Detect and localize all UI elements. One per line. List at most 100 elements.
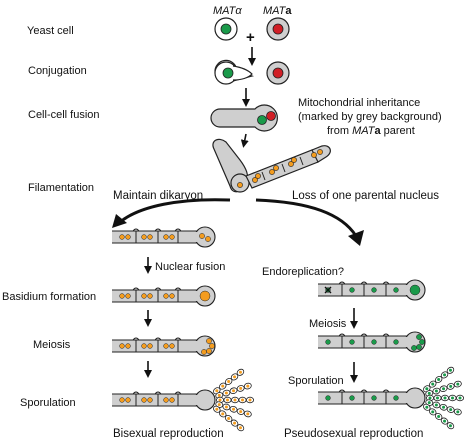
nucleus (169, 234, 175, 240)
label-sporulation-left: Sporulation (20, 397, 76, 409)
nucleus (147, 293, 153, 299)
label-cell-cell-fusion: Cell-cell fusion (28, 109, 100, 121)
nucleus (119, 234, 125, 240)
label-conjugation: Conjugation (28, 65, 87, 77)
spore-nucleus (232, 407, 236, 411)
neck-fill (193, 341, 199, 351)
nucleus (163, 293, 169, 299)
nucleus (141, 234, 147, 240)
mito-line-3: from MATa parent (327, 125, 415, 137)
nucleus (349, 339, 355, 345)
spore-nucleus (238, 370, 242, 374)
yeast-cell-alpha (214, 17, 238, 41)
label-meiosis-right: Meiosis (309, 318, 347, 330)
clamp-connection (338, 333, 346, 337)
head-nucleus (199, 290, 211, 302)
clamp-connection (360, 389, 368, 393)
spore-nucleus (425, 405, 429, 409)
clamp-connection (338, 389, 346, 393)
spore-nucleus (449, 408, 453, 412)
nucleus (119, 293, 125, 299)
spore-nucleus (233, 375, 237, 379)
label-endoreplication: Endoreplication? (262, 266, 344, 278)
nucleus (141, 397, 147, 403)
clamp-connection (174, 391, 182, 395)
arrow-fusion-to-filament (240, 133, 249, 148)
spore-nucleus (215, 389, 219, 393)
nucleus (169, 397, 175, 403)
clamp-connection (174, 287, 182, 291)
neck-fill (403, 285, 409, 295)
spore-nucleus (215, 407, 219, 411)
nucleus (125, 343, 131, 349)
hypha-dikaryon (112, 226, 216, 248)
head-nucleus (411, 345, 417, 351)
conjugation-a-cell (266, 61, 290, 85)
spore-nucleus (227, 416, 231, 420)
spore-nucleus (224, 391, 228, 395)
head-nucleus (416, 344, 422, 350)
lost-nucleus-mark (324, 286, 332, 294)
nucleus (125, 397, 131, 403)
spore-nucleus (221, 384, 225, 388)
hypha-tube (112, 339, 199, 353)
nucleus (141, 343, 147, 349)
nucleus (125, 293, 131, 299)
hypha-basidium-formation (112, 285, 216, 307)
arrow-to-pseudosexual (255, 198, 358, 237)
clamp-connection (174, 228, 182, 232)
nucleus (371, 395, 377, 401)
spore-nucleus (434, 403, 438, 407)
head-nucleus (409, 284, 421, 296)
spore-nucleus (431, 382, 435, 386)
spore-nucleus (434, 389, 438, 393)
spore-nucleus (443, 396, 447, 400)
nucleus (147, 234, 153, 240)
spore-nucleus (436, 396, 439, 400)
spore-nucleus (427, 391, 431, 395)
clamp-connection (382, 281, 390, 285)
label-yeast-cell: Yeast cell (27, 25, 74, 37)
label-filamentation: Filamentation (28, 182, 94, 194)
spore-nucleus (248, 398, 252, 402)
spore-nucleus (428, 396, 432, 400)
spore-nucleus (448, 368, 452, 372)
neck-fill (193, 395, 199, 405)
spore-nucleus (431, 410, 435, 414)
nucleus (371, 339, 377, 345)
label-bisexual: Bisexual reproduction (113, 428, 224, 440)
mito-line-2: (marked by grey background) (298, 111, 442, 123)
spore-nucleus (425, 387, 429, 391)
hypha-sporulation-right (318, 366, 464, 430)
clamp-connection (360, 333, 368, 337)
plus-sign: + (246, 29, 255, 46)
spore-nucleus (233, 421, 237, 425)
spore-nucleus (448, 424, 452, 428)
nucleus (169, 343, 175, 349)
head-nucleus (206, 348, 212, 354)
nucleus (349, 287, 355, 293)
nucleus (393, 287, 399, 293)
nucleus (141, 293, 147, 299)
label-loss-of-nucleus: Loss of one parental nucleus (292, 190, 439, 202)
clamp-connection (360, 281, 368, 285)
clamp-connection (132, 337, 140, 341)
spore-nucleus (233, 398, 237, 402)
mat-alpha-label: MATα (213, 5, 242, 17)
spore-nucleus (458, 396, 462, 400)
nucleus (371, 287, 377, 293)
nucleus (393, 395, 399, 401)
spore-nucleus (227, 380, 231, 384)
clamp-connection (154, 337, 162, 341)
hypha-tube (112, 289, 199, 303)
spore-nucleus (443, 373, 447, 377)
hypha-tube (112, 393, 199, 407)
clamp-connection (174, 337, 182, 341)
nucleus (125, 234, 131, 240)
nucleus (147, 343, 153, 349)
head-nucleus (419, 339, 425, 345)
head-nucleus (209, 343, 215, 349)
clamp-connection (154, 287, 162, 291)
arrow-to-dikaryon (119, 198, 231, 224)
clamp-connection (132, 287, 140, 291)
